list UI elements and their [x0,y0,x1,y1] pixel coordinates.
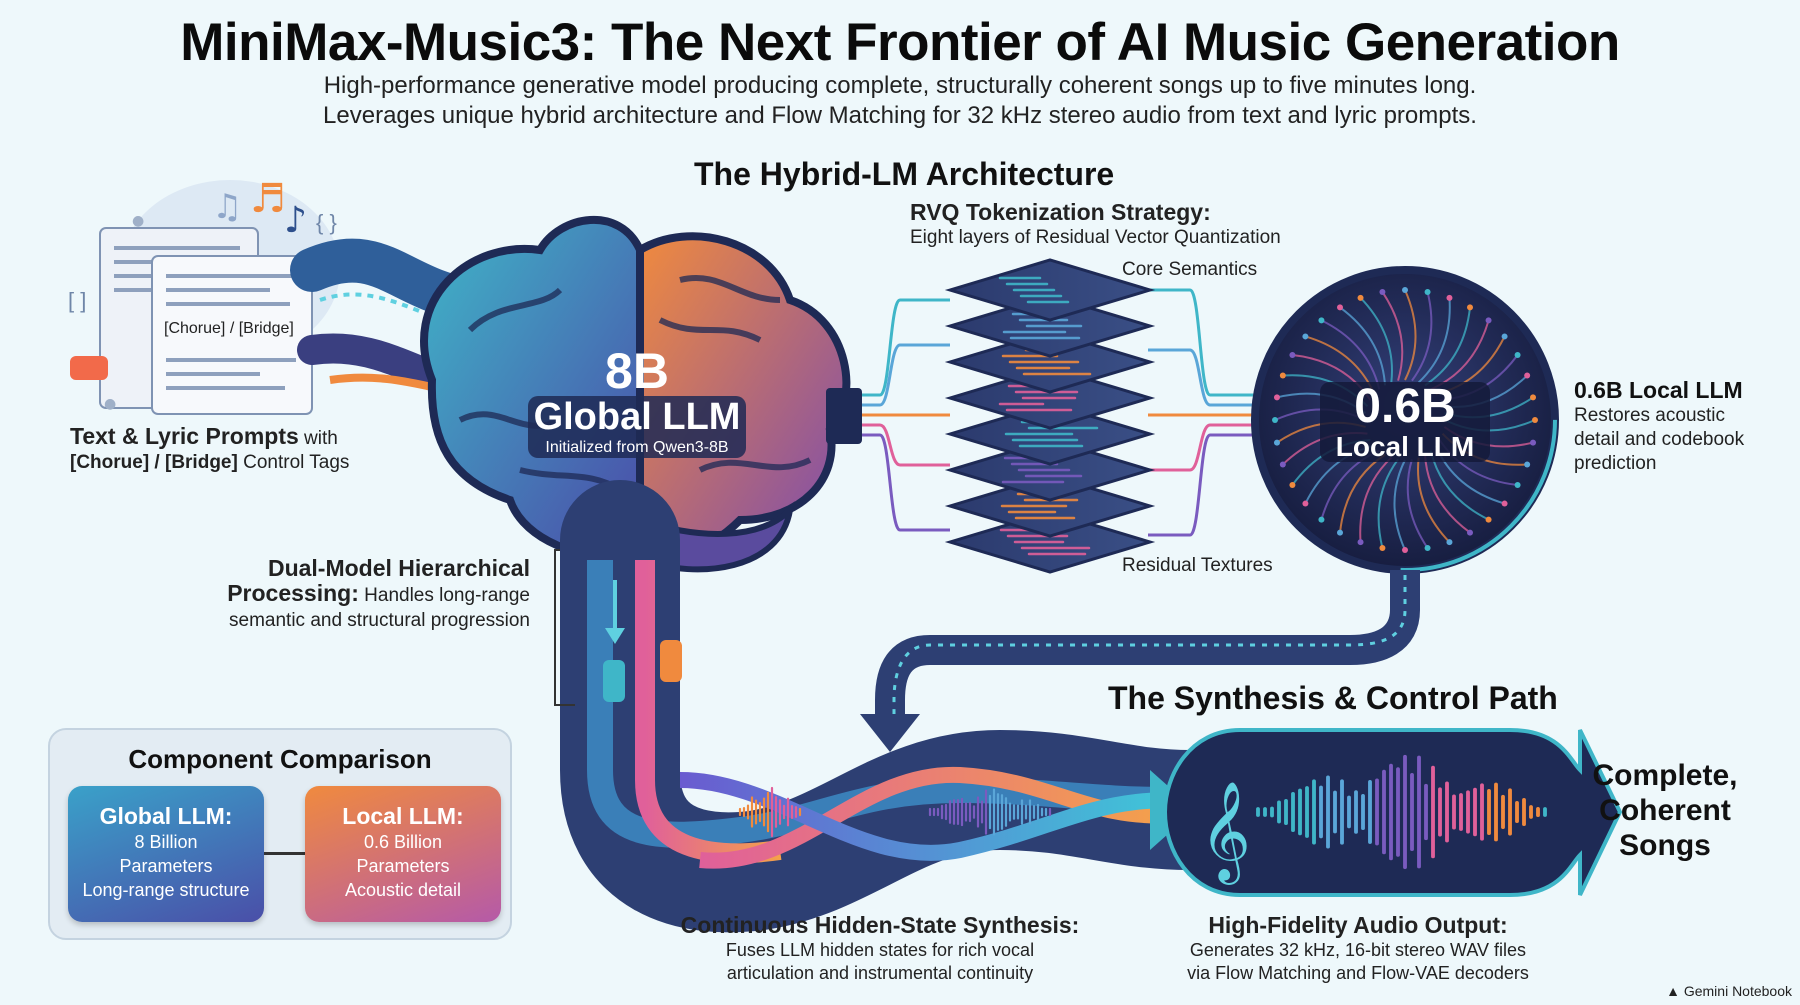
subtitle-line-2: Leverages unique hybrid architecture and… [323,102,1477,129]
brace-icon: { } [316,210,337,235]
music-notes-icon: ♫ ♬ ♪ ● ● [104,176,307,412]
local-card-line-2: Parameters [356,856,450,876]
dual-model-line-2-rest: Handles long-range [358,585,530,606]
rvq-layer [944,402,1156,466]
output-line-2: Coherent [1599,794,1731,827]
local-llm-size: 0.6B [1354,380,1456,433]
architecture-heading: The Hybrid-LM Architecture [694,156,1115,192]
rvq-description: Eight layers of Residual Vector Quantiza… [910,227,1281,248]
local-desc-line-3: prediction [1574,453,1657,474]
global-llm-name: Global LLM [533,396,741,438]
sphere-local-llm [1251,266,1559,574]
local-llm-name: Local LLM [1335,431,1475,462]
input-documents [70,180,340,415]
local-desc-line-2: detail and codebook [1574,429,1745,450]
svg-text:♬: ♬ [250,176,286,222]
output-line-1: Complete, [1592,759,1738,792]
dual-model-line-2-bold: Processing: [227,580,359,606]
footer-credit: ▲ Gemini Notebook [1666,983,1792,999]
hifi-line-1: Generates 32 kHz, 16-bit stereo WAV file… [1189,940,1527,960]
residual-textures-label: Residual Textures [1122,555,1273,576]
bracket-icon: [ ] [68,288,87,313]
brain-global-llm [420,215,851,573]
rvq-layer [944,474,1156,538]
global-card-line-1: 8 Billion [134,832,198,852]
input-label-tags: [Chorue] / [Bridge] [70,452,238,473]
rvq-title: RVQ Tokenization Strategy: [910,199,1211,225]
dual-model-note: Dual-Model Hierarchical Processing: Hand… [190,556,530,633]
hidden-line-2: articulation and instrumental continuity [726,963,1034,983]
brain-output-port [826,388,862,444]
rvq-layers-stack [944,258,1156,574]
hidden-state-waveform [738,786,1052,838]
doc-control-tag: [Chorue] / [Bridge] [164,320,294,337]
treble-clef-icon: 𝄞 [1200,781,1251,885]
svg-text:♫: ♫ [212,187,242,227]
synthesis-pipe [560,480,1250,933]
local-card-line-1: 0.6 Billion [363,832,443,852]
local-llm-label: 0.6B Local LLM [1320,382,1490,462]
component-comparison-panel: Component Comparison Global LLM: 8 Billi… [48,728,512,940]
global-card-line-2: Parameters [119,856,213,876]
dual-model-line-3: semantic and structural progression [229,610,530,631]
global-card-line-3: Long-range structure [82,880,250,900]
comparison-title: Component Comparison [128,744,432,774]
dual-model-bracket [554,549,575,706]
local-desc-title: 0.6B Local LLM [1574,377,1743,403]
hifi-line-2: via Flow Matching and Flow-VAE decoders [1187,963,1529,983]
rvq-connectors [830,288,1258,537]
hidden-line-1: Fuses LLM hidden states for rich vocal [725,940,1035,960]
hidden-state-note: Continuous Hidden-State Synthesis: Fuses… [640,912,1120,985]
output-label: Complete, Coherent Songs [1580,758,1750,863]
core-semantics-label: Core Semantics [1122,259,1258,280]
global-llm-size: 8B [605,343,669,399]
hifi-note: High-Fidelity Audio Output: Generates 32… [1148,912,1568,985]
input-label-tags-rest: Control Tags [237,452,350,473]
synthesis-heading: The Synthesis & Control Path [1108,680,1558,716]
local-llm-card: Local LLM: 0.6 Billion Parameters Acoust… [305,786,501,922]
global-llm-card: Global LLM: 8 Billion Parameters Long-ra… [68,786,264,922]
global-card-title: Global LLM: [99,803,233,829]
notebook-icon: ▲ [1666,983,1684,999]
page-title: MiniMax-Music3: The Next Frontier of AI … [180,13,1620,72]
hidden-title: Continuous Hidden-State Synthesis: [680,912,1080,938]
rvq-layer [944,330,1156,394]
svg-text:●: ● [104,396,116,412]
output-line-3: Songs [1619,829,1711,862]
return-path [860,570,1420,752]
local-card-title: Local LLM: [342,803,464,829]
comparison-connector [264,852,305,855]
local-desc-line-1: Restores acoustic [1574,405,1726,426]
dual-model-line-1: Dual-Model Hierarchical [267,555,530,581]
local-card-line-3: Acoustic detail [344,880,462,900]
global-llm-label: 8B Global LLM Initialized from Qwen3-8B [528,346,746,458]
input-label-title: Text & Lyric Prompts [70,423,299,449]
local-llm-description: 0.6B Local LLM Restores acoustic detail … [1574,376,1744,476]
audio-waveform [1256,754,1547,870]
global-llm-note: Initialized from Qwen3-8B [545,439,729,456]
rvq-layer [944,258,1156,322]
footer-text: Gemini Notebook [1683,983,1792,999]
hifi-title: High-Fidelity Audio Output: [1208,912,1508,938]
svg-text:●: ● [132,213,144,229]
subtitle-line-1: High-performance generative model produc… [323,72,1477,99]
svg-text:♪: ♪ [284,200,307,241]
input-label-with: with [298,428,338,449]
input-label: Text & Lyric Prompts with [Chorue] / [Br… [70,424,349,475]
